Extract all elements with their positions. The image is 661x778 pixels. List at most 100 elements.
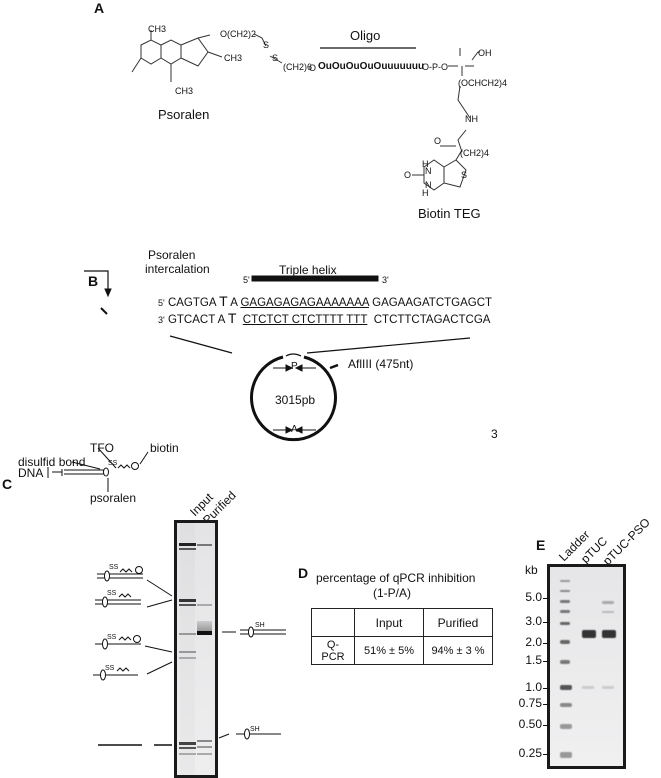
gel-band <box>560 640 570 644</box>
table-cell: 94% ± 3 % <box>423 636 493 665</box>
table-header-cell <box>311 608 355 637</box>
psoralen-intercalation-line2: intercalation <box>145 262 210 276</box>
oligo-sequence: OuOuOuOuOuuuuuuu <box>318 61 425 72</box>
thiophane-ring <box>443 159 467 188</box>
ladder-tick-mark <box>543 598 550 599</box>
table-header-cell: Input <box>354 608 424 637</box>
psoralen-label: Psoralen <box>158 107 210 122</box>
ring-n1: N <box>425 166 432 176</box>
legend-ss: SS <box>108 460 118 467</box>
bottom-strand-right: CTCTTCTAGACTCGA <box>373 314 491 326</box>
ladder-tick-mark <box>543 688 550 689</box>
ring-h2: H <box>422 188 429 198</box>
bottom-strand-left: GTCACT <box>167 314 216 326</box>
pyranone-ring <box>140 39 162 65</box>
sulfur-2: S <box>272 53 279 63</box>
panel-b-drawing <box>84 270 471 442</box>
furan-ring <box>180 37 209 67</box>
gel-band <box>602 611 614 613</box>
gel-band <box>179 651 196 653</box>
construct-ds-nobiotin <box>95 593 173 608</box>
plasmid-site-a: A <box>291 424 298 435</box>
gel-band <box>179 747 196 749</box>
ch2-4-group: (CH2)4 <box>460 148 490 158</box>
gel-e <box>547 564 626 769</box>
nh-group: NH <box>465 114 478 124</box>
gel-band <box>560 610 570 613</box>
qpcr-table: Input Purified Q-PCR 51% ± 5% 94% ± 3 % <box>311 608 493 665</box>
psoralen-structure <box>131 30 283 82</box>
gel-band <box>560 590 570 592</box>
legend-disulfid-bond: disulfid bond <box>18 455 86 469</box>
top-strand-left: CAGTGA <box>167 297 216 309</box>
gel-band <box>197 604 212 606</box>
band-annotation-sh: SH <box>255 622 265 629</box>
panel-d-label: D <box>298 565 309 581</box>
gel-band <box>179 604 196 606</box>
band-annotation-ss: SS <box>109 564 119 571</box>
gel-band <box>197 631 212 635</box>
ch3-right: CH3 <box>224 53 243 63</box>
panel-e-label: E <box>536 537 546 553</box>
qpcr-title-line2: (1-P/A) <box>373 586 412 600</box>
gel-band <box>582 686 594 689</box>
ladder-tick-label: 1.0 <box>525 680 542 694</box>
gel-band <box>560 622 570 625</box>
table-header-row: Input Purified <box>311 608 493 637</box>
gel-band <box>560 600 570 603</box>
ladder-tick-mark <box>543 704 550 705</box>
gel-band <box>179 599 196 602</box>
gel-band <box>602 630 616 638</box>
triple-helix-3prime: 3' <box>382 275 389 285</box>
gel-band <box>179 753 196 755</box>
bottom-strand-t: T <box>227 310 237 326</box>
phosphate-group: O-P-O <box>422 62 448 72</box>
legend-psoralen: psoralen <box>90 491 137 505</box>
band-annotation-ss: SS <box>107 634 117 641</box>
construct-ds-biotin <box>97 566 173 597</box>
ladder-tick-mark <box>543 661 550 662</box>
ladder-tick-label: 0.75 <box>518 696 542 710</box>
linker-o-ch2-2: O(CH2)2 <box>220 29 257 39</box>
gel-band <box>197 621 212 631</box>
gel-band <box>197 740 212 742</box>
gel-band <box>602 601 614 604</box>
table-row: Q-PCR 51% ± 5% 94% ± 3 % <box>311 636 493 665</box>
oxygen-link: O <box>309 63 317 73</box>
ring-s: S <box>461 170 468 180</box>
ladder-tick-label: 5.0 <box>525 590 542 604</box>
top-strand-a: A <box>230 297 238 309</box>
plasmid-site-p: P <box>291 361 298 372</box>
biotin-structure <box>412 48 480 191</box>
gel-band <box>179 633 196 635</box>
legend-tfo: TFO <box>90 441 114 455</box>
table-cell: Q-PCR <box>311 636 355 665</box>
sulfur-1: S <box>263 40 270 50</box>
construct-ss-nobiotin <box>93 661 173 681</box>
construct-ds-sh <box>222 626 286 638</box>
gel-band <box>602 686 614 689</box>
gel-band <box>560 660 570 664</box>
triple-helix-5prime: 5' <box>243 275 250 285</box>
ring-h1: H <box>422 159 429 169</box>
ladder-tick-label: 2.0 <box>525 635 542 649</box>
panel-b-label: B <box>88 273 99 289</box>
qpcr-title-line1: percentage of qPCR inhibition <box>316 571 476 585</box>
linker-ch2-6: (CH2)6 <box>283 62 313 72</box>
ring-o: O <box>404 170 412 180</box>
gel-band <box>560 724 572 729</box>
ladder-tick-mark <box>543 725 550 726</box>
top-strand-helix: GAGAGAGAGAAAAAAA <box>240 297 369 309</box>
gel-c <box>174 520 218 778</box>
gel-band <box>560 685 572 690</box>
ch3-bottom: CH3 <box>175 86 194 96</box>
triple-helix-bar <box>251 275 379 282</box>
plasmid-size: 3015pb <box>275 393 316 407</box>
ladder-tick-label: 3.0 <box>525 614 542 628</box>
top-strand-t: T <box>219 293 228 309</box>
ladder-tick-mark <box>543 622 550 623</box>
gel-band <box>197 746 212 748</box>
ladder-tick-label: 0.25 <box>518 746 542 760</box>
table-header-cell: Purified <box>423 608 493 637</box>
page-number: 3 <box>491 427 498 441</box>
